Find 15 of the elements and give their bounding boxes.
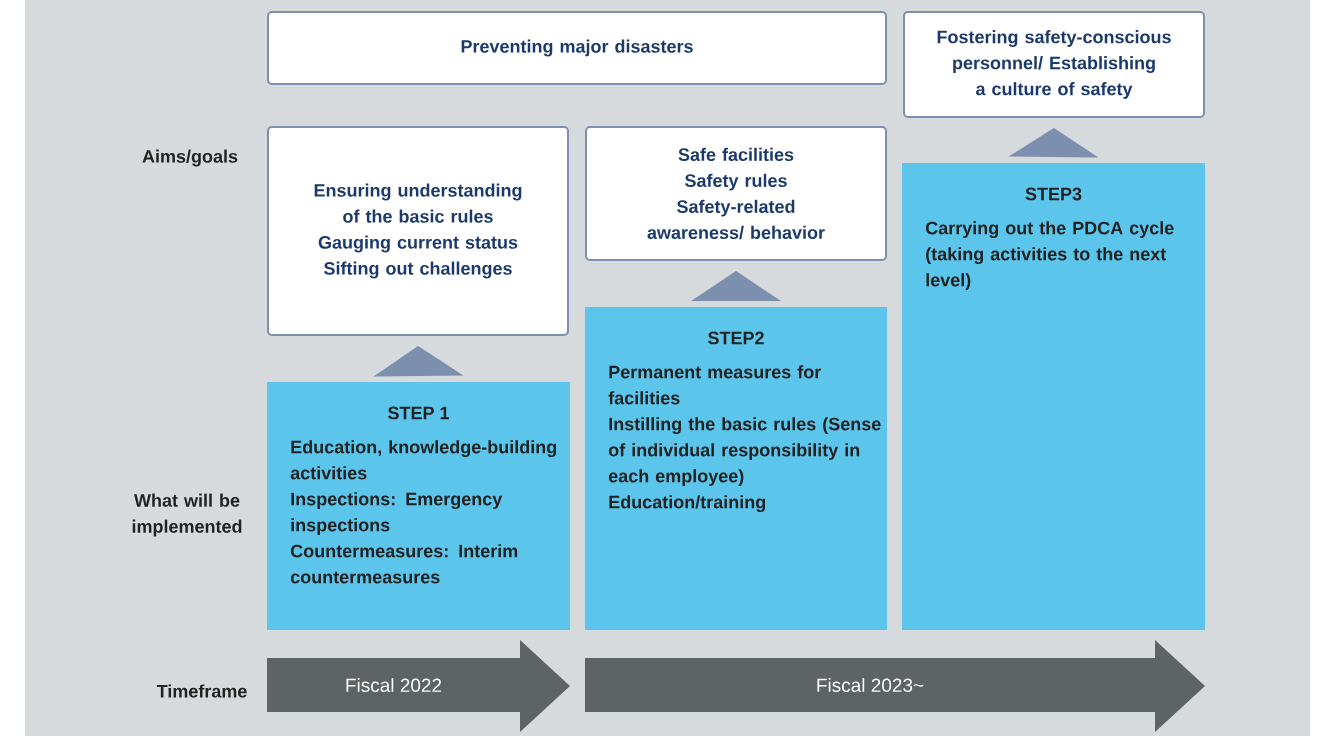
row-label: What will be implemented bbox=[132, 493, 242, 537]
goal-box: Preventing major disasters bbox=[267, 11, 887, 85]
row-label: Aims/goals bbox=[142, 149, 238, 167]
row-label: Timeframe bbox=[156, 684, 247, 698]
step-box: STEP 1 Education, knowledge-building activities Inspections: Emergency inspections Countermeasures: Interim countermeasures bbox=[267, 382, 570, 630]
step-box: STEP3 Carrying out the PDCA cycle (taking activities to the next level) bbox=[902, 163, 1205, 630]
chevron-arrow bbox=[373, 346, 464, 377]
timeframe-band: Fiscal 2022 bbox=[267, 640, 570, 732]
step-box: STEP2 Permanent measures for facilities Instilling the basic rules (Sense of individual responsibility in each employee) Education/training bbox=[585, 307, 887, 630]
goal-box: Safe facilities Safety rules Safety-related awareness/ behavior bbox=[585, 126, 887, 261]
chevron-arrow bbox=[1008, 128, 1099, 158]
timeframe-band: Fiscal 2023~ bbox=[585, 640, 1205, 732]
goal-box: Ensuring understanding of the basic rules Gauging current status Sifting out challenges bbox=[267, 126, 569, 336]
chevron-arrow bbox=[691, 271, 781, 302]
goal-box: Fostering safety-conscious personnel/ Establishing a culture of safety bbox=[903, 11, 1205, 118]
